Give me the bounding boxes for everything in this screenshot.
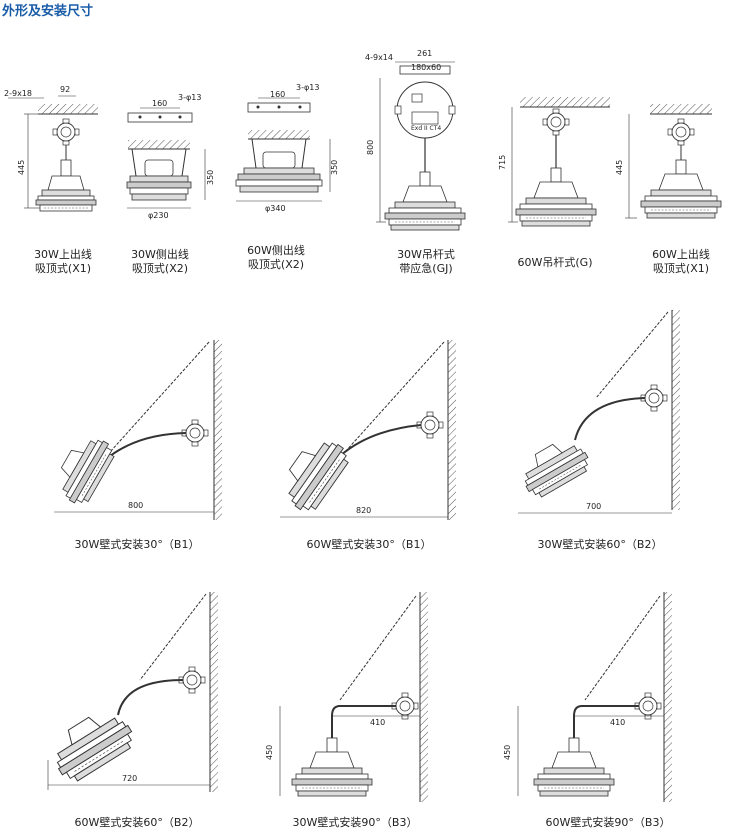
caption-30w-gj: 30W吊杆式 带应急(GJ) <box>388 248 464 276</box>
figure-60w-x1: 445 <box>615 104 722 219</box>
caption-line1: 30W上出线 <box>34 248 92 261</box>
figure-wall-30w-60: 700 <box>514 310 680 514</box>
dim-60x2-width: 160 <box>270 90 285 99</box>
figure-wall-60w-90: 410 450 <box>503 592 672 802</box>
caption-60w-g: 60W吊杆式(G) <box>512 256 598 270</box>
dim-w6-v: 450 <box>503 745 512 760</box>
dim-w3: 700 <box>586 502 601 511</box>
caption-line1: 60W上出线 <box>652 248 710 261</box>
caption-line2: 带应急(GJ) <box>399 262 453 275</box>
dim-x2-mount: 3-φ13 <box>178 93 201 102</box>
caption-30w-x1: 30W上出线 吸顶式(X1) <box>30 248 96 276</box>
dim-gj-width: 261 <box>417 49 432 58</box>
caption-wall-30w-30: 30W壁式安装30°（B1） <box>74 538 200 551</box>
dim-x1-height: 445 <box>17 160 26 175</box>
dim-g-height: 715 <box>498 155 507 170</box>
caption-line1: 30W侧出线 <box>131 248 189 261</box>
figure-wall-30w-30: 800 <box>49 340 222 520</box>
caption-wall-60w-90: 60W壁式安装90°（B3） <box>545 816 671 829</box>
caption-wall-30w-90: 30W壁式安装90°（B3） <box>292 816 418 829</box>
dim-60x1-height: 445 <box>615 160 624 175</box>
caption-60w-x1: 60W上出线 吸顶式(X1) <box>645 248 717 276</box>
dim-60x2-dia: φ340 <box>265 204 286 213</box>
caption-60w-x2: 60W侧出线 吸顶式(X2) <box>240 244 312 272</box>
dim-x2-height: 350 <box>206 170 215 185</box>
dim-60x2-mount: 3-φ13 <box>296 83 319 92</box>
dim-x1-width: 92 <box>60 85 70 94</box>
figure-60w-x2: 160 3-φ13 φ340 350 <box>235 83 339 213</box>
caption-line2: 吸顶式(X2) <box>247 258 305 271</box>
dim-w2: 820 <box>356 506 371 515</box>
caption-wall-30w-60: 30W壁式安装60°（B2） <box>537 538 663 551</box>
dim-w1: 800 <box>128 501 143 510</box>
dim-w6-h: 410 <box>610 718 625 727</box>
caption-30w-x2: 30W侧出线 吸顶式(X2) <box>125 248 195 276</box>
figure-60w-g: 715 <box>498 97 610 227</box>
caption-line2: 吸顶式(X1) <box>34 262 92 275</box>
dim-w5-h: 410 <box>370 718 385 727</box>
dim-x2-width: 160 <box>152 99 167 108</box>
dim-x1-top: 2-9x18 <box>4 89 32 98</box>
dim-60x2-height: 350 <box>330 160 339 175</box>
figure-wall-30w-90: 410 450 <box>265 592 428 802</box>
dim-w4: 720 <box>122 774 137 783</box>
dim-gj-top: 4-9x14 <box>365 53 393 62</box>
caption-line1: 60W侧出线 <box>247 244 305 257</box>
caption-wall-60w-30: 60W壁式安装30°（B1） <box>306 538 432 551</box>
caption-line1: 30W吊杆式 <box>397 248 455 261</box>
caption-line2: 吸顶式(X1) <box>652 262 710 275</box>
figure-wall-60w-30: 820 <box>273 340 456 520</box>
caption-line2: 吸顶式(X2) <box>131 262 189 275</box>
figure-30w-gj: Exd II CT4 4-9x14 261 180x60 800 <box>365 49 466 231</box>
page-title: 外形及安装尺寸 <box>2 4 94 19</box>
gj-badge: Exd II CT4 <box>411 125 441 132</box>
dim-gj-height: 800 <box>366 140 375 155</box>
dim-w5-v: 450 <box>265 745 274 760</box>
dim-x2-dia: φ230 <box>148 211 169 220</box>
figure-wall-60w-60: 720 <box>43 592 218 792</box>
figure-30w-x1: 2-9x18 92 445 <box>4 85 98 212</box>
dim-gj-inner: 180x60 <box>411 63 441 72</box>
figure-30w-x2: 160 3-φ13 φ230 350 <box>126 93 215 220</box>
caption-wall-60w-60: 60W壁式安装60°（B2） <box>74 816 200 829</box>
caption-line1: 60W吊杆式(G) <box>517 256 593 269</box>
